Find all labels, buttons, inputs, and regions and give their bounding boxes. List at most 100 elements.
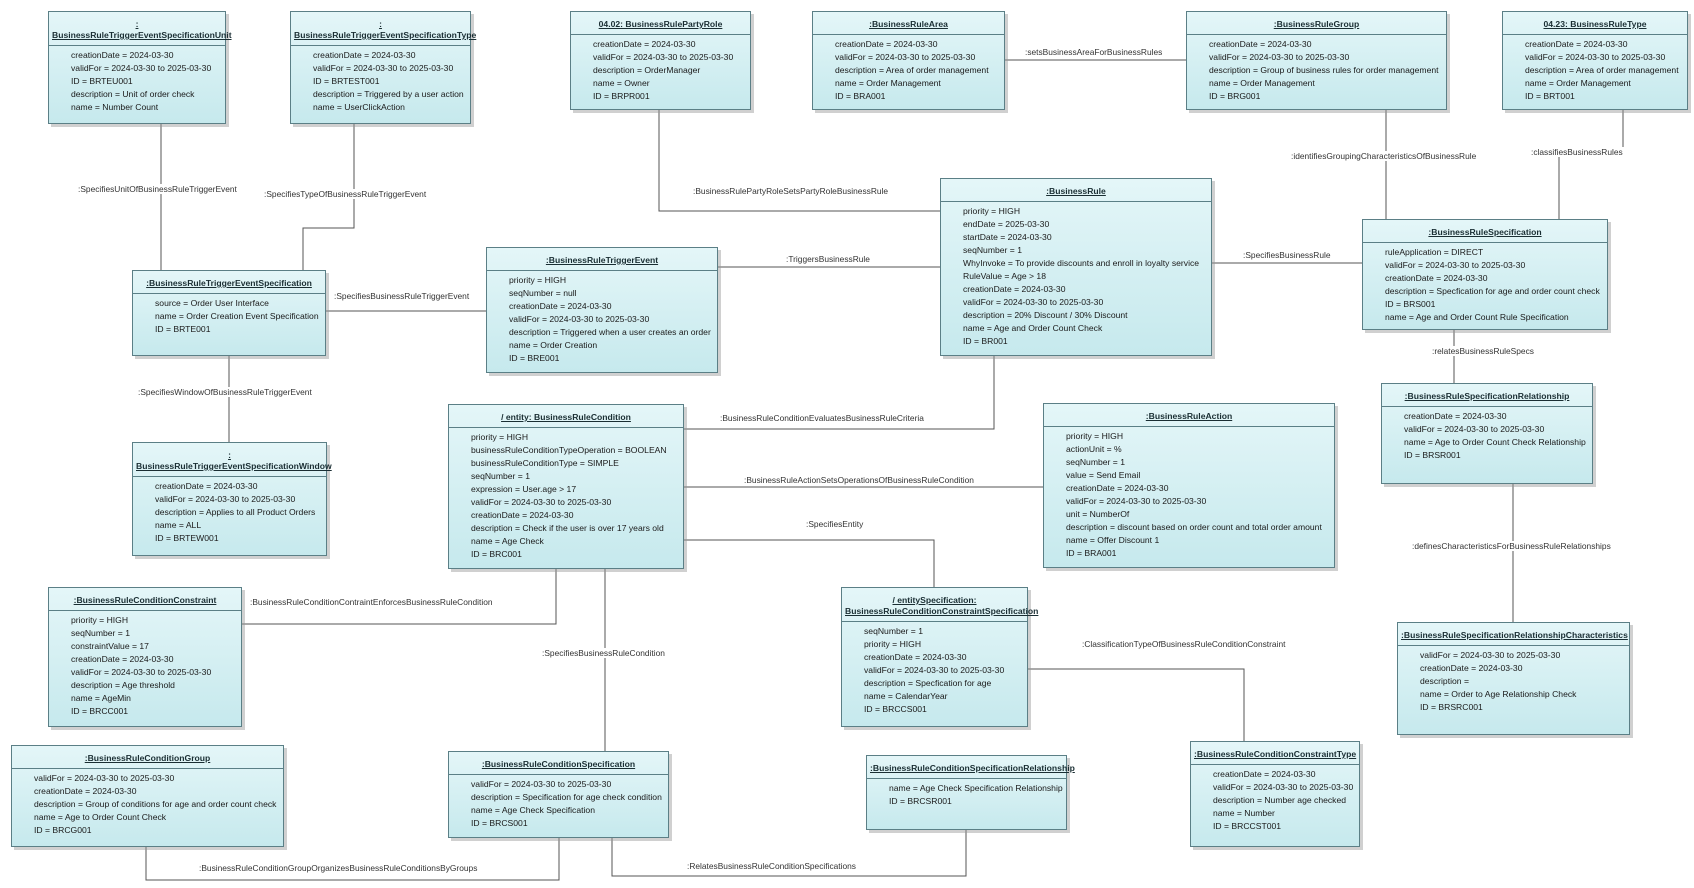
- attribute: priority = HIGH: [471, 432, 529, 442]
- attribute: creationDate = 2024-03-30: [71, 50, 174, 60]
- attribute: validFor = 2024-03-30 to 2025-03-30: [963, 297, 1104, 307]
- attribute: name = CalendarYear: [864, 691, 948, 701]
- attribute: seqNumber = 1: [963, 245, 1022, 255]
- attribute: name = Age to Order Count Check Relation…: [1404, 437, 1586, 447]
- connector-label: :SpecifiesBusinessRule: [1242, 250, 1332, 260]
- attribute: creationDate = 2024-03-30: [1066, 483, 1169, 493]
- attribute: creationDate = 2024-03-30: [313, 50, 416, 60]
- attribute: ID = BRCCS001: [864, 704, 927, 714]
- attribute: validFor = 2024-03-30 to 2025-03-30: [1066, 496, 1207, 506]
- business-rule-type-box[interactable]: 04.23: BusinessRuleType creationDate = 2…: [1502, 11, 1688, 110]
- attribute: validFor = 2024-03-30 to 2025-03-30: [155, 494, 296, 504]
- trigger-event-specification-window-box[interactable]: :BusinessRuleTriggerEventSpecificationWi…: [132, 442, 332, 556]
- attribute: validFor = 2024-03-30 to 2025-03-30: [34, 773, 175, 783]
- box-title: :BusinessRuleGroup: [1187, 12, 1446, 35]
- attribute: ID = BRA001: [835, 91, 886, 101]
- box-title: :BusinessRuleSpecification: [1363, 220, 1607, 243]
- connector-label: :BusinessRuleConditionGroupOrganizesBusi…: [198, 863, 479, 873]
- attribute: seqNumber = 1: [71, 628, 130, 638]
- business-rule-specification-box[interactable]: :BusinessRuleSpecification ruleApplicati…: [1362, 219, 1608, 330]
- condition-constraint-box[interactable]: :BusinessRuleConditionConstraint priorit…: [48, 587, 242, 727]
- connector-label: :SpecifiesEntity: [805, 519, 865, 529]
- condition-constraint-type-box[interactable]: :BusinessRuleConditionConstraintType cre…: [1190, 741, 1360, 847]
- attribute: description = Unit of order check: [71, 89, 195, 99]
- attribute: ID = BRPR001: [593, 91, 650, 101]
- connector-label: :RelatesBusinessRuleConditionSpecificati…: [686, 861, 857, 871]
- attribute: creationDate = 2024-03-30: [835, 39, 938, 49]
- attribute: name = Number: [1213, 808, 1275, 818]
- attribute: creationDate = 2024-03-30: [471, 510, 574, 520]
- business-rule-group-box[interactable]: :BusinessRuleGroup creationDate = 2024-0…: [1186, 11, 1447, 110]
- attribute: unit = NumberOf: [1066, 509, 1130, 519]
- attribute: endDate = 2025-03-30: [963, 219, 1050, 229]
- attribute: businessRuleConditionType = SIMPLE: [471, 458, 619, 468]
- attribute: description = Area of order management: [835, 65, 989, 75]
- connector-label: :ClassificationTypeOfBusinessRuleConditi…: [1081, 639, 1287, 649]
- attribute: name = ALL: [155, 520, 202, 530]
- trigger-event-specification-type-box[interactable]: :BusinessRuleTriggerEventSpecificationTy…: [290, 11, 476, 124]
- attribute: ID = BRSR001: [1404, 450, 1461, 460]
- attribute: ID = BRC001: [471, 549, 522, 559]
- attribute: description = Triggered when a user crea…: [509, 327, 711, 337]
- attribute: validFor = 2024-03-30 to 2025-03-30: [1420, 650, 1561, 660]
- specification-relationship-characteristics-box[interactable]: :BusinessRuleSpecificationRelationshipCh…: [1397, 622, 1630, 735]
- box-title: / entity: BusinessRuleCondition: [449, 405, 683, 428]
- attribute: creationDate = 2024-03-30: [864, 652, 967, 662]
- attribute: priority = HIGH: [963, 206, 1021, 216]
- attribute: description =: [1420, 676, 1469, 686]
- attribute: startDate = 2024-03-30: [963, 232, 1052, 242]
- attribute: actionUnit = %: [1066, 444, 1122, 454]
- connector-constraint-enforces: [242, 569, 557, 625]
- attribute: name = Number Count: [71, 102, 159, 112]
- attribute: name = Order Creation: [509, 340, 598, 350]
- trigger-event-box[interactable]: :BusinessRuleTriggerEvent priority = HIG…: [486, 247, 718, 373]
- trigger-event-specification-unit-box[interactable]: :BusinessRuleTriggerEventSpecificationUn…: [48, 11, 232, 124]
- attribute: validFor = 2024-03-30 to 2025-03-30: [1404, 424, 1545, 434]
- connector-condition-evaluates: [684, 356, 995, 430]
- connector-label: :SpecifiesWindowOfBusinessRuleTriggerEve…: [137, 387, 313, 397]
- attribute: creationDate = 2024-03-30: [71, 654, 174, 664]
- attribute: source = Order User Interface: [155, 298, 269, 308]
- attribute: ID = BRCG001: [34, 825, 92, 835]
- condition-specification-box[interactable]: :BusinessRuleConditionSpecification vali…: [448, 751, 669, 838]
- attribute: seqNumber = 1: [864, 626, 923, 636]
- attribute: description = Group of conditions for ag…: [34, 799, 277, 809]
- trigger-event-specification-box[interactable]: :BusinessRuleTriggerEventSpecification s…: [132, 270, 326, 356]
- attribute: name = Order Management: [835, 78, 941, 88]
- business-rule-condition-box[interactable]: / entity: BusinessRuleCondition priority…: [448, 404, 684, 569]
- connector-condition-group: [145, 838, 560, 881]
- attribute: creationDate = 2024-03-30: [593, 39, 696, 49]
- attribute: creationDate = 2024-03-30: [1420, 663, 1523, 673]
- attribute: name = Age to Order Count Check: [34, 812, 167, 822]
- business-rule-area-box[interactable]: :BusinessRuleArea creationDate = 2024-03…: [812, 11, 1005, 110]
- box-title: :BusinessRuleAction: [1044, 404, 1334, 427]
- box-title: :BusinessRuleArea: [813, 12, 1004, 35]
- attribute: creationDate = 2024-03-30: [1209, 39, 1312, 49]
- connector-label: :identifiesGroupingCharacteristicsOfBusi…: [1290, 151, 1478, 161]
- attribute: name = Order Management: [1525, 78, 1631, 88]
- attribute: creationDate = 2024-03-30: [1404, 411, 1507, 421]
- box-title: :BusinessRuleConditionSpecificationRelat…: [867, 756, 1075, 779]
- attribute: name = Order to Age Relationship Check: [1420, 689, 1577, 699]
- condition-specification-relationship-box[interactable]: :BusinessRuleConditionSpecificationRelat…: [866, 755, 1075, 830]
- attribute: validFor = 2024-03-30 to 2025-03-30: [1525, 52, 1666, 62]
- business-rule-specification-relationship-box[interactable]: :BusinessRuleSpecificationRelationship c…: [1381, 383, 1593, 484]
- box-title: :BusinessRuleConditionConstraint: [49, 588, 241, 611]
- attribute: name = Order Creation Event Specificatio…: [155, 311, 319, 321]
- condition-group-box[interactable]: :BusinessRuleConditionGroup validFor = 2…: [11, 745, 284, 847]
- attribute: description = Check if the user is over …: [471, 523, 664, 533]
- attribute: priority = HIGH: [509, 275, 567, 285]
- box-title: :BusinessRuleConditionConstraintType: [1191, 742, 1359, 765]
- connector-label: :TriggersBusinessRule: [785, 254, 871, 264]
- attribute: description = Age threshold: [71, 680, 175, 690]
- condition-constraint-specification-box[interactable]: / entitySpecification:BusinessRuleCondit…: [841, 587, 1038, 727]
- party-role-box[interactable]: 04.02: BusinessRulePartyRole creationDat…: [570, 11, 751, 110]
- attribute: ID = BRTEST001: [313, 76, 380, 86]
- attribute: creationDate = 2024-03-30: [963, 284, 1066, 294]
- attribute: description = Applies to all Product Ord…: [155, 507, 316, 517]
- attribute: description = discount based on order co…: [1066, 522, 1322, 532]
- attribute: ID = BRA001: [1066, 548, 1117, 558]
- connector-classification-type: [1028, 668, 1245, 741]
